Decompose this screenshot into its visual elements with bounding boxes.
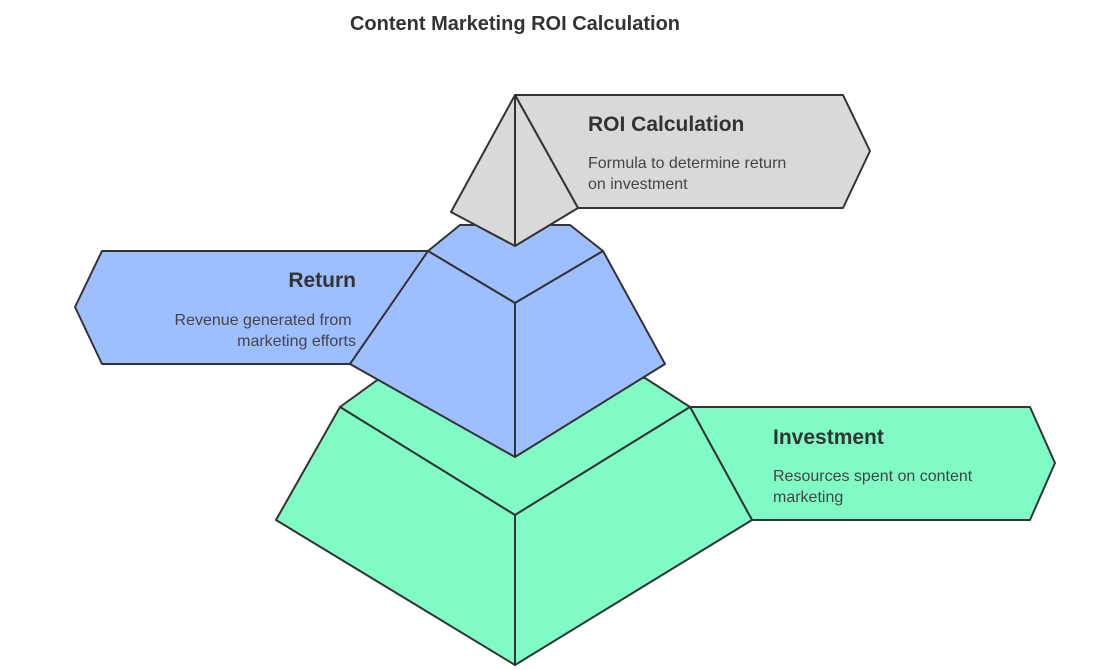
return-description-line-1: Revenue generated from [175, 312, 352, 329]
return-description-line-2: marketing efforts [237, 333, 356, 350]
roi-title: ROI Calculation [588, 113, 744, 136]
roi-description: Formula to determine return on investmen… [588, 155, 791, 193]
investment-description-line-1: Resources spent on content [773, 468, 973, 485]
diagram-title: Content Marketing ROI Calculation [350, 13, 680, 35]
roi-description-line-2: on investment [588, 176, 688, 193]
roi-description-line-1: Formula to determine return [588, 155, 786, 172]
investment-title: Investment [773, 426, 884, 449]
investment-level: Investment Resources spent on content ma… [275, 377, 1056, 666]
return-label-banner [74, 250, 429, 365]
roi-level: ROI Calculation Formula to determine ret… [450, 94, 871, 247]
return-title: Return [288, 269, 356, 292]
return-description: Revenue generated from marketing efforts [175, 312, 356, 350]
investment-label-banner [689, 406, 1056, 521]
investment-description-line-2: marketing [773, 489, 843, 506]
roi-left-face [450, 94, 516, 247]
investment-description: Resources spent on content marketing [773, 468, 977, 506]
return-level: Return Revenue generated from marketing … [74, 224, 666, 458]
